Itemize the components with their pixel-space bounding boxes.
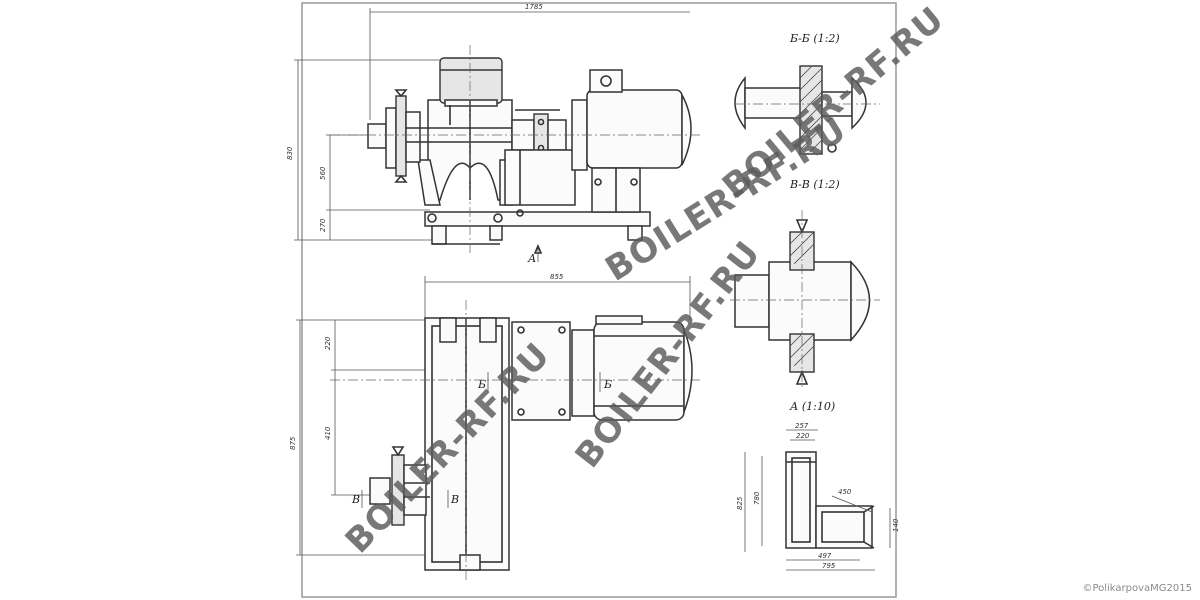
mark-v-left: В: [351, 493, 360, 506]
dim-detail-r: 140: [892, 518, 900, 532]
section-b-b: Б-Б (1:2): [734, 32, 880, 155]
plan-view: 855 220 410 875: [289, 273, 700, 580]
dim-detail-b1: 497: [818, 552, 832, 560]
dim-detail-h1: 825: [736, 496, 744, 510]
dim-height-base: 270: [319, 218, 327, 232]
dim-plan-width-mid: 410: [324, 426, 332, 440]
section-b-b-title: Б-Б (1:2): [789, 32, 840, 45]
elevation-view: 1785 830 560 270: [286, 3, 700, 265]
dim-detail-b2: 795: [822, 562, 836, 570]
dim-detail-w1: 257: [795, 422, 809, 430]
detail-a: А (1:10) 257 220 825 780 497 795 140 450: [736, 400, 900, 571]
dim-detail-angle: 450: [838, 488, 852, 496]
dim-detail-w2: 220: [796, 432, 810, 440]
mark-v-right: В: [450, 493, 459, 506]
dim-height-total: 830: [286, 146, 294, 160]
dim-plan-width-total: 875: [289, 436, 297, 450]
section-v-v-title: В-В (1:2): [789, 178, 840, 191]
copyright-credit: ©PolikarpovaMG2015: [1082, 583, 1192, 594]
mark-b-left: Б: [477, 378, 486, 391]
dim-detail-h2: 780: [753, 491, 761, 505]
section-v-v: В-В (1:2): [730, 178, 880, 390]
detail-a-title: А (1:10): [789, 400, 835, 413]
dim-plan-length: 855: [550, 273, 564, 281]
dim-height-shaft: 560: [319, 166, 327, 180]
dim-overall-length: 1785: [525, 3, 543, 11]
view-a-mark: А: [527, 252, 536, 265]
dim-plan-width-top: 220: [324, 336, 332, 350]
mark-b-right: Б: [603, 378, 612, 391]
